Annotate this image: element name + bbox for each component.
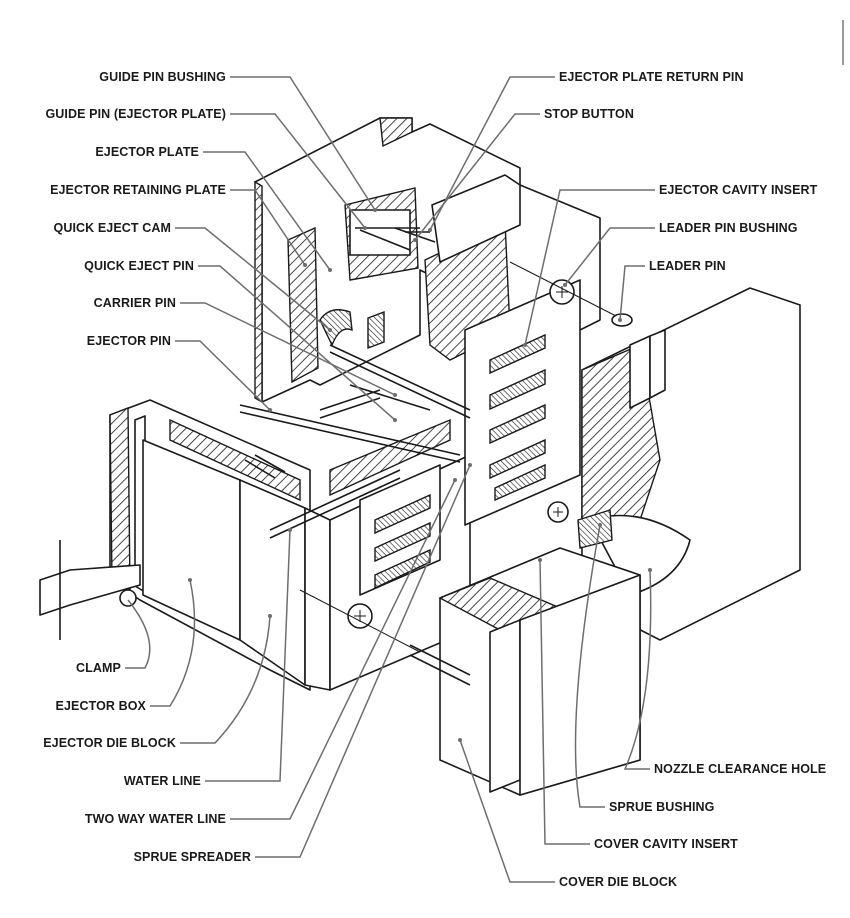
label-carrier-pin: CARRIER PIN [94, 296, 176, 310]
upper-die-block [431, 174, 521, 263]
stop-button-spring [367, 310, 385, 350]
label-water-line: WATER LINE [124, 774, 201, 788]
leader-lines [125, 76, 655, 883]
ejector-pins [239, 227, 471, 539]
cover-die-block-edge [489, 619, 521, 793]
cavity-slots-rear [489, 333, 546, 502]
label-stop-button: STOP BUTTON [544, 107, 634, 121]
label-sprue-spreader: SPRUE SPREADER [134, 850, 251, 864]
front-top-hatch [169, 418, 301, 502]
label-quick-eject-cam: QUICK EJECT CAM [54, 221, 171, 235]
label-ejector-plate: EJECTOR PLATE [95, 145, 199, 159]
ejector-box-side-hatch [109, 406, 131, 592]
leader-quick-eject-cam [175, 227, 331, 331]
cover-die-block-side [519, 574, 641, 796]
label-ejector-die-block: EJECTOR DIE BLOCK [43, 736, 176, 750]
leader-ejector-retaining-plate [230, 189, 306, 266]
quick-eject-cam-shape [319, 309, 353, 347]
leader-sprue-spreader [255, 464, 471, 858]
leader-clamp [125, 599, 151, 669]
cavity-slots-front [374, 493, 431, 590]
label-cover-cavity-insert: COVER CAVITY INSERT [594, 837, 738, 851]
leader-ejector-pin [175, 340, 271, 411]
label-guide-pin-bushing: GUIDE PIN BUSHING [99, 70, 226, 84]
ejector-box-wall-hatch [254, 180, 263, 404]
parting-hatch [329, 418, 451, 497]
guide-pin-bushing-block [349, 209, 411, 256]
sprue-bushing-spring [577, 509, 613, 549]
leader-cover-cavity-insert [539, 559, 590, 845]
leader-leader-pin-bushing [564, 227, 655, 286]
leader-two-way-water-line [230, 479, 456, 820]
label-quick-eject-pin: QUICK EJECT PIN [84, 259, 194, 273]
label-leader-pin: LEADER PIN [649, 259, 726, 273]
leader-ejector-box [150, 579, 196, 707]
labels-right: EJECTOR PLATE RETURN PIN STOP BUTTON EJE… [544, 70, 826, 889]
label-ejector-pin: EJECTOR PIN [87, 334, 171, 348]
leader-water-line [205, 529, 291, 782]
leader-leader-pin [619, 265, 645, 321]
label-ejector-retaining-plate: EJECTOR RETAINING PLATE [50, 183, 226, 197]
leader-ejector-cavity-insert [524, 189, 655, 346]
cover-slot-1 [629, 335, 651, 409]
leader-sprue-bushing [574, 524, 605, 808]
label-ejector-box: EJECTOR BOX [56, 699, 147, 713]
leader-stop-button [414, 113, 540, 241]
leader-ejector-die-block [180, 615, 271, 744]
ejector-retaining-hatch [287, 226, 319, 384]
label-cover-die-block: COVER DIE BLOCK [559, 875, 677, 889]
leader-cover-die-block [459, 739, 555, 883]
label-clamp: CLAMP [76, 661, 121, 675]
leader-ejector-plate-return-pin [429, 76, 555, 231]
label-ejector-cavity-insert: EJECTOR CAVITY INSERT [659, 183, 818, 197]
ejector-half [39, 117, 621, 691]
leader-guide-pin-bushing [230, 76, 376, 211]
cover-slot-2 [649, 329, 666, 399]
label-leader-pin-bushing: LEADER PIN BUSHING [659, 221, 798, 235]
label-two-way-water-line: TWO WAY WATER LINE [85, 812, 226, 826]
label-ejector-plate-return-pin: EJECTOR PLATE RETURN PIN [559, 70, 744, 84]
label-nozzle-clearance-hole: NOZZLE CLEARANCE HOLE [654, 762, 826, 776]
leader-quick-eject-pin [198, 265, 396, 421]
leader-nozzle-clearance-hole [623, 569, 652, 770]
leader-pin-bushing-markers [299, 261, 621, 653]
clamp-shape [39, 540, 141, 640]
leader-carrier-pin [180, 302, 396, 396]
top-wall-hatch [379, 117, 413, 148]
labels-left: GUIDE PIN BUSHING GUIDE PIN (EJECTOR PLA… [43, 70, 251, 864]
leader-guide-pin-ejector-plate [230, 113, 366, 229]
label-sprue-bushing: SPRUE BUSHING [609, 800, 714, 814]
label-guide-pin-ejector-plate: GUIDE PIN (EJECTOR PLATE) [45, 107, 226, 121]
leader-ejector-plate [203, 151, 331, 271]
